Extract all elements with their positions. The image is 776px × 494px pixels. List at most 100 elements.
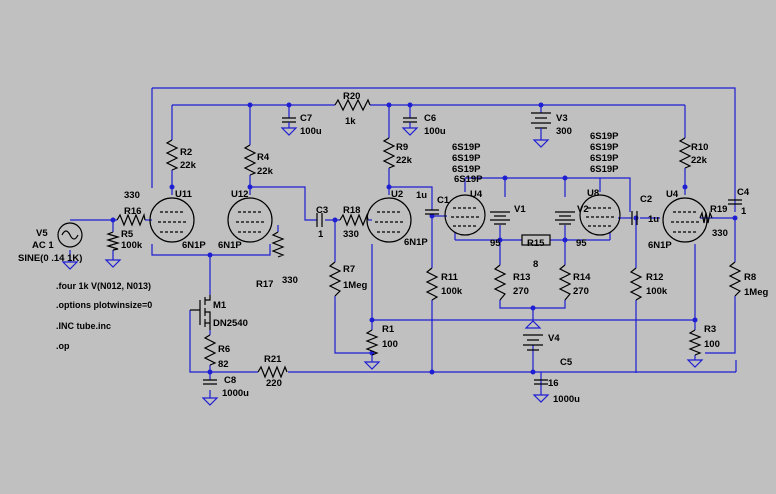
resistor-r4[interactable] (243, 144, 257, 176)
resistor-r2[interactable] (165, 139, 179, 171)
value-c5-capacitance: 1000u (553, 394, 580, 405)
capacitor-c5[interactable] (534, 379, 548, 385)
resistor-r10[interactable] (678, 137, 692, 169)
label-r6: R6 (218, 344, 230, 355)
label-r10: R10 (691, 142, 708, 153)
resistor-r8[interactable] (728, 261, 742, 297)
label-u12: U12 (231, 189, 248, 200)
label-c1: C1 (437, 195, 450, 206)
resistor-r21[interactable] (257, 365, 288, 379)
value-r6: 82 (218, 359, 229, 370)
resistor-r20[interactable] (334, 98, 371, 112)
value-r21: 220 (266, 378, 282, 389)
label-u11: U11 (175, 189, 193, 200)
spice-directives[interactable]: .four 1k V(N012, N013) .options plotwins… (56, 281, 152, 351)
resistor-r17[interactable] (271, 231, 285, 258)
label-r3: R3 (704, 324, 716, 335)
tube-u11[interactable] (149, 197, 195, 243)
label-u2: U2 (391, 189, 403, 200)
resistor-r14[interactable] (558, 264, 572, 301)
resistor-r5[interactable] (105, 231, 121, 251)
resistor-r16[interactable] (116, 212, 146, 227)
resistor-r9[interactable] (382, 137, 396, 169)
resistor-r11[interactable] (425, 267, 439, 301)
tube-stack-b-4: 6S19P (590, 164, 619, 175)
type-u4: 6N1P (648, 240, 672, 251)
value-r20: 1k (345, 116, 356, 127)
value-v1: 95 (490, 238, 501, 249)
capacitor-c1[interactable] (425, 209, 439, 215)
value-r7: 1Meg (343, 280, 367, 291)
resistor-r3[interactable] (688, 329, 702, 356)
label-v3: V3 (556, 113, 568, 124)
value-r1: 100 (382, 339, 398, 350)
resistor-r12[interactable] (629, 267, 643, 301)
value-c8: 1000u (222, 388, 249, 399)
value-r3: 100 (704, 339, 720, 350)
label-r20: R20 (343, 91, 360, 102)
value-c2: 1u (648, 214, 659, 225)
label-m1: M1 (213, 300, 227, 311)
component-labels: R20 1k C7 100u C6 100u V3 300 R2 22k R4 … (18, 91, 768, 405)
tube-u2[interactable] (366, 197, 412, 243)
label-r13: R13 (513, 272, 530, 283)
value-c3: 1 (318, 229, 324, 240)
type-u12: 6N1P (218, 240, 242, 251)
resistor-r1[interactable] (365, 329, 379, 356)
directive-options: .options plotwinsize=0 (56, 300, 152, 310)
battery-v3[interactable] (531, 112, 551, 140)
label-v2: V2 (577, 204, 589, 215)
label-r16: R16 (124, 206, 141, 217)
resistor-r18[interactable] (339, 212, 369, 227)
tube-stack-b-1: 6S19P (590, 131, 619, 142)
label-c8: C8 (224, 375, 236, 386)
ground-symbols (61, 127, 704, 406)
battery-v2[interactable] (555, 211, 575, 225)
tube-u4a[interactable] (444, 194, 486, 236)
tube-stack-a-2: 6S19P (452, 153, 481, 164)
value-r11: 100k (441, 286, 463, 297)
sine-v5: SINE(0 .14 1K) (18, 253, 82, 264)
label-r19: R19 (710, 204, 727, 215)
mosfet-m1[interactable] (190, 295, 211, 330)
label-r18: R18 (343, 205, 360, 216)
capacitor-c2[interactable] (631, 211, 638, 225)
capacitor-c7[interactable] (282, 117, 296, 128)
directive-inc: .INC tube.inc (56, 321, 111, 331)
label-r15: R15 (527, 238, 545, 249)
tube-u4b[interactable] (662, 197, 708, 243)
tube-stack-a-1: 6S19P (452, 142, 481, 153)
battery-v4[interactable] (523, 334, 543, 351)
tube-u12[interactable] (227, 197, 273, 243)
label-r12: R12 (646, 272, 663, 283)
tube-u8[interactable] (579, 194, 621, 236)
label-v1: V1 (514, 204, 526, 215)
label-r8: R8 (744, 272, 756, 283)
value-r13: 270 (513, 286, 529, 297)
resistor-r15[interactable] (521, 234, 551, 246)
value-r17: 330 (282, 275, 298, 286)
capacitor-c3[interactable] (316, 213, 323, 227)
label-v5: V5 (36, 228, 48, 239)
resistor-r6[interactable] (203, 334, 217, 366)
junctions (110, 102, 738, 375)
capacitor-c4[interactable] (728, 199, 742, 205)
battery-v1[interactable] (490, 211, 510, 225)
value-r2: 22k (180, 160, 197, 171)
resistor-r7[interactable] (328, 261, 342, 297)
type-u2: 6N1P (404, 237, 428, 248)
capacitor-c6[interactable] (403, 117, 417, 128)
label-r11: R11 (441, 272, 459, 283)
tube-stack-b-3: 6S19P (590, 153, 619, 164)
label-v4: V4 (548, 333, 560, 344)
label-r21: R21 (264, 354, 282, 365)
value-v5: AC 1 (32, 240, 54, 251)
ac-source-v5[interactable] (57, 222, 83, 248)
capacitor-c8[interactable] (203, 379, 217, 385)
label-u8: U8 (587, 188, 599, 199)
resistor-r13[interactable] (493, 264, 507, 301)
label-r14: R14 (573, 272, 591, 283)
label-r1: R1 (382, 324, 395, 335)
directive-four: .four 1k V(N012, N013) (56, 281, 151, 291)
